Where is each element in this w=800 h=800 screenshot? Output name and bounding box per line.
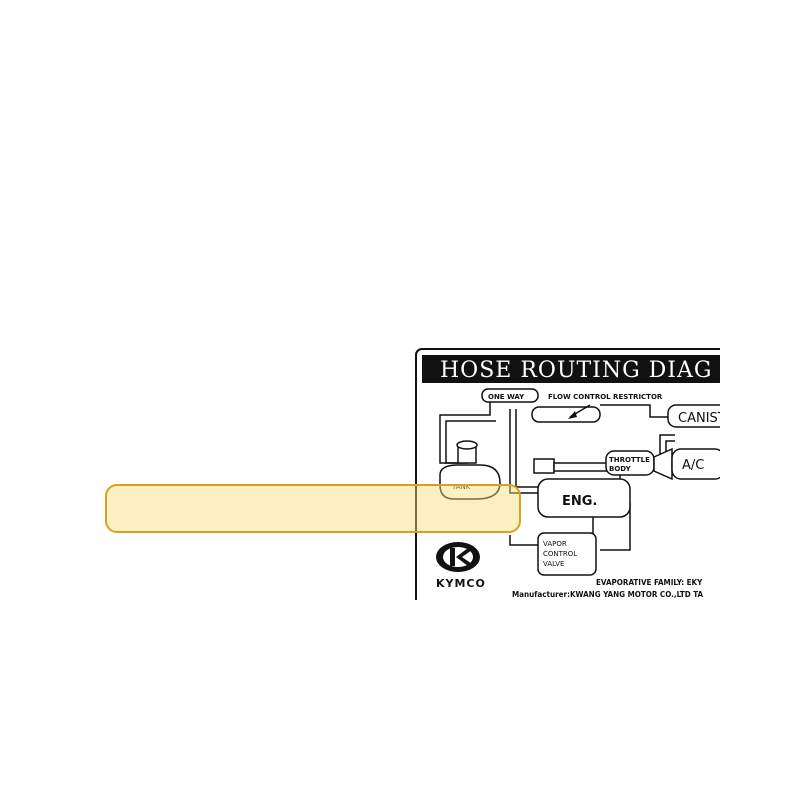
vapor-label-2: CONTROL [543,550,577,558]
hose-routing-label: HOSE ROUTING DIAG ONE WAY FLOW CONTROL R… [410,345,720,600]
flow-restrictor-body [531,406,601,423]
one-way-badge [481,388,539,403]
canister-box [667,404,720,428]
ac-label: A/C [682,458,704,473]
throttle-label-2: BODY [609,465,632,473]
ac-box [671,448,720,480]
vapor-valve-box [537,532,597,576]
diagram-title: HOSE ROUTING DIAG [440,358,712,383]
title-band [422,355,720,383]
vapor-label-3: VALVE [543,560,564,568]
throttle-label-1: THROTTLE [609,456,650,464]
one-way-text: ONE WAY [488,393,525,401]
tank-label: TANK [451,483,471,491]
tank-body [439,464,501,500]
engine-box [537,478,631,518]
highlight-box [105,484,521,533]
intake-block [533,458,555,474]
evaporative-family-text: EVAPORATIVE FAMILY: EKY [596,578,703,587]
ac-connector [653,447,673,481]
engine-label: ENG. [562,494,597,509]
label-border [415,348,720,600]
hose-routing-diagram: HOSE ROUTING DIAG ONE WAY FLOW CONTROL R… [415,348,720,600]
kymco-logo [436,542,480,572]
vapor-label-1: VAPOR [543,540,567,548]
brand-label: KYMCO [436,577,486,590]
flow-restrictor-text: FLOW CONTROL RESTRICTOR [548,393,663,401]
manufacturer-text: Manufacturer:KWANG YANG MOTOR CO.,LTD TA [512,590,704,599]
